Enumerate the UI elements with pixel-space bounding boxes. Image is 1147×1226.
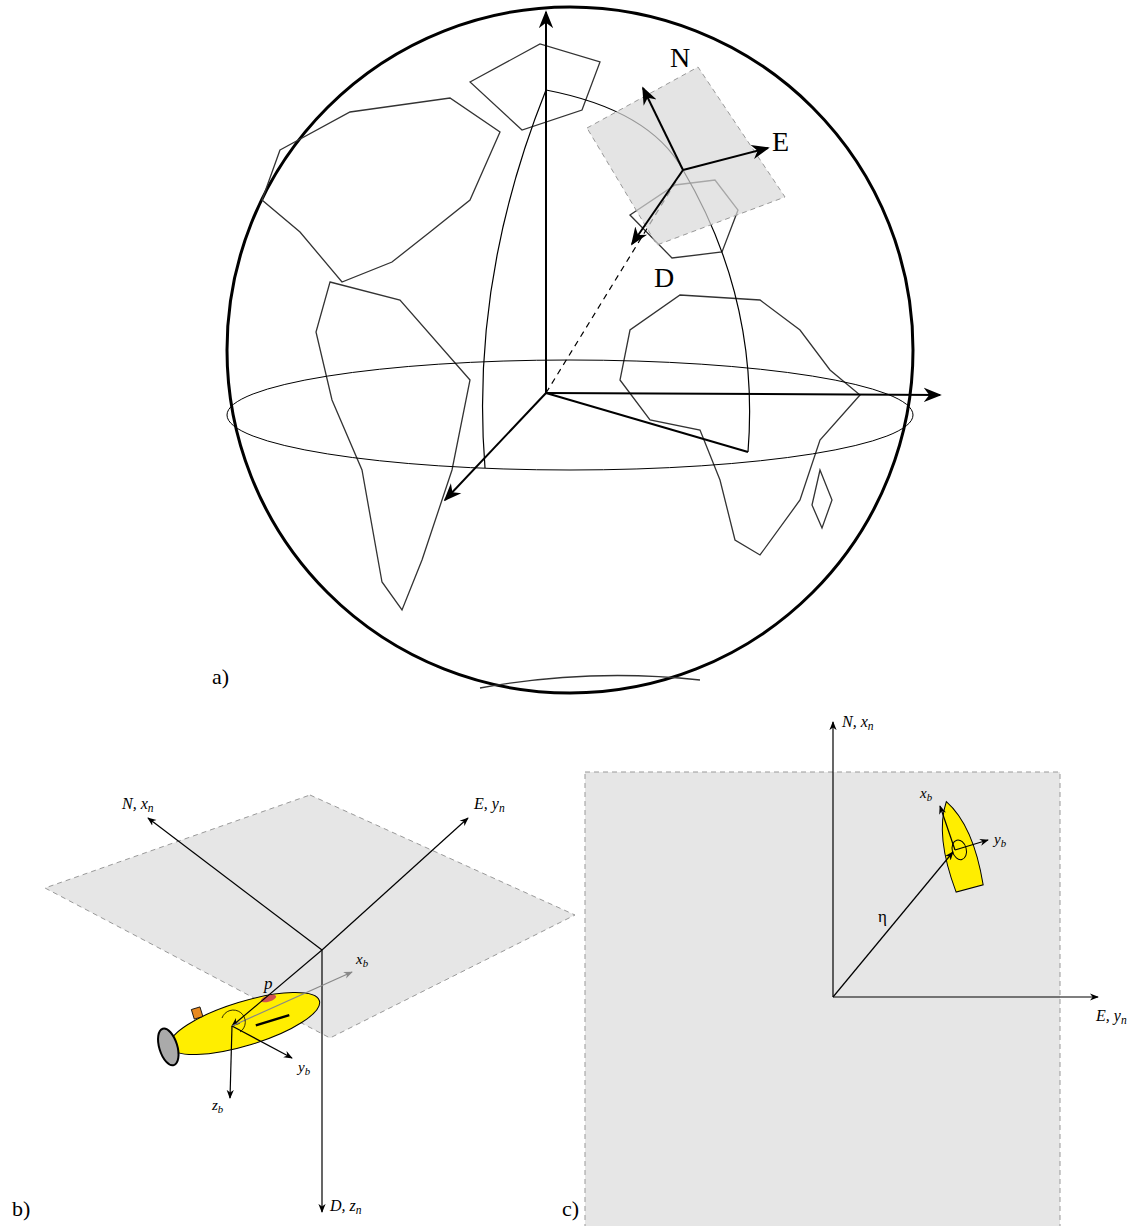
- axis-label: xb: [920, 786, 932, 801]
- globe: [227, 7, 940, 693]
- panel-label: c): [562, 1198, 579, 1220]
- axis-label: N: [670, 44, 690, 72]
- axis-label: xb: [356, 952, 368, 967]
- vehicle-3d: [45, 795, 575, 1212]
- vector-label: p: [264, 975, 273, 992]
- axis-label: yb: [298, 1060, 310, 1075]
- vehicle-top-view: [585, 722, 1098, 1226]
- axis-label: D: [654, 264, 674, 292]
- axis-label: N, xn: [122, 796, 154, 812]
- axis-label: zb: [212, 1098, 223, 1113]
- axis-label: D, zn: [330, 1198, 362, 1214]
- panel-label: a): [212, 666, 229, 688]
- axis-label: E, yn: [1096, 1008, 1127, 1024]
- vector-label: η: [878, 908, 887, 925]
- panel-label: b): [12, 1198, 30, 1220]
- axis-label: yb: [994, 832, 1006, 847]
- axis-label: E, yn: [474, 796, 505, 812]
- axis-label: E: [772, 128, 789, 156]
- axis-label: N, xn: [842, 714, 874, 730]
- continents: [262, 44, 860, 688]
